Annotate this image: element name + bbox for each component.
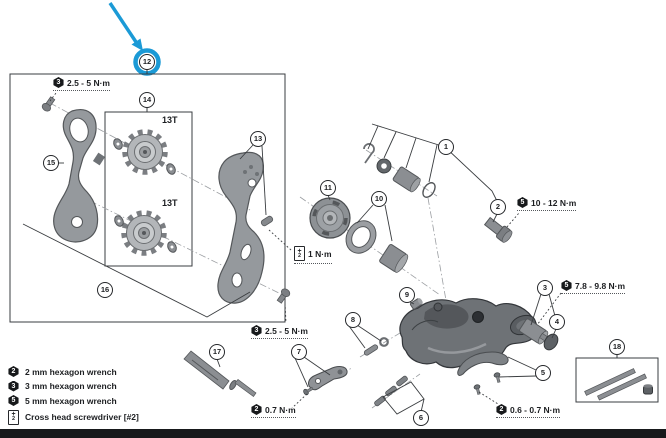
tool-legend: 2 2 mm hexagon wrench 3 3 mm hexagon wre…	[8, 366, 139, 425]
callout-18: 18	[609, 339, 625, 355]
callout-11: 11	[320, 180, 336, 196]
legend-label: Cross head screwdriver [#2]	[25, 412, 139, 422]
callout-10: 10	[371, 191, 387, 207]
torque-label-pulley-bolt-upper: 3 2.5 - 5 N·m	[53, 77, 110, 91]
torque-leader-lines	[49, 92, 562, 409]
hex-wrench-2-icon: 2	[496, 404, 507, 415]
hex-wrench-2-icon: 2	[8, 366, 19, 377]
plug-part	[409, 298, 423, 310]
hex-wrench-3-icon: 3	[8, 380, 19, 392]
callout-4: 4	[549, 314, 565, 330]
pulley-teeth-label-lower: 13T	[162, 198, 178, 208]
callout-2: 2	[490, 199, 506, 215]
callout-8: 8	[345, 312, 361, 328]
cross-glyph: +	[11, 411, 16, 419]
legend-label: 5 mm hexagon wrench	[25, 395, 117, 406]
torque-value: 1 N·m	[308, 248, 332, 259]
link-part	[302, 366, 348, 397]
hex-wrench-5-icon: 5	[8, 395, 19, 406]
torque-value: 2.5 - 5 N·m	[265, 325, 308, 336]
skid-plate-part	[457, 351, 509, 396]
hex-wrench-2-icon: 2	[251, 404, 262, 415]
callout-5: 5	[535, 365, 551, 381]
pulley-teeth-label-upper: 13T	[162, 115, 178, 125]
spring-pin-parts	[373, 374, 409, 408]
pulley-plate-part	[309, 197, 351, 239]
torque-label-skid-plate-screw: 2 0.6 - 0.7 N·m	[496, 404, 561, 418]
hex-wrench-5-icon: 5	[561, 280, 572, 291]
legend-label: 2 mm hexagon wrench	[25, 366, 117, 377]
callout-7: 7	[291, 344, 307, 360]
derailleur-body	[399, 298, 538, 369]
callout-1: 1	[438, 139, 454, 155]
bracket-axle-bolt	[483, 216, 513, 243]
torque-label-mount-bolt: 5 7.8 - 9.8 N·m	[561, 280, 626, 294]
cross-head-screwdriver-icon: + 2	[294, 246, 305, 261]
legend-row-3mm: 3 3 mm hexagon wrench	[8, 380, 139, 392]
axle-unit-parts	[363, 143, 436, 198]
hanger-rod-part	[183, 350, 257, 397]
guide-pulley	[125, 132, 165, 172]
callout-17: 17	[209, 344, 225, 360]
hex-wrench-5-icon: 5	[517, 197, 528, 208]
pin-part	[363, 337, 389, 356]
cross-head-screwdriver-icon: + 2	[8, 409, 19, 425]
torque-label-stopper-screw: + 2 1 N·m	[294, 246, 332, 264]
callout-12: 12	[139, 54, 155, 70]
screwdriver-size: 2	[11, 416, 16, 423]
outer-plate-part	[217, 151, 265, 304]
callout-lines	[22, 123, 557, 415]
legend-row-5mm: 5 5 mm hexagon wrench	[8, 395, 139, 406]
callout-13: 13	[250, 131, 266, 147]
pulley-bolt-upper	[40, 95, 57, 114]
pulley-bolt-lower	[275, 286, 292, 305]
torque-label-link-screw: 2 0.7 N·m	[251, 404, 296, 418]
legend-row-screwdriver: + 2 Cross head screwdriver [#2]	[8, 409, 139, 425]
torque-value: 0.6 - 0.7 N·m	[510, 404, 561, 415]
screwdriver-size: 2	[297, 252, 302, 259]
callout-14: 14	[139, 92, 155, 108]
hex-wrench-3-icon: 3	[251, 325, 262, 336]
callout-16: 16	[97, 282, 113, 298]
legend-label: 3 mm hexagon wrench	[25, 381, 117, 391]
callout-9: 9	[399, 287, 415, 303]
tension-pulley	[124, 213, 164, 253]
torque-value: 0.7 N·m	[265, 404, 296, 415]
callout-3: 3	[537, 280, 553, 296]
cross-glyph: +	[297, 247, 302, 255]
legend-row-2mm: 2 2 mm hexagon wrench	[8, 366, 139, 377]
hex-wrench-3-icon: 3	[53, 77, 64, 88]
ring-and-bushing-part	[345, 220, 409, 273]
page-footer-bar	[0, 429, 666, 438]
torque-value: 7.8 - 9.8 N·m	[575, 280, 626, 291]
plate-pin	[260, 215, 274, 227]
torque-value: 2.5 - 5 N·m	[67, 77, 110, 88]
inner-plate-part	[53, 109, 106, 243]
torque-label-axle-bolt: 5 10 - 12 N·m	[517, 197, 577, 211]
spare-rod-kit	[584, 368, 653, 401]
callout-6: 6	[413, 410, 429, 426]
callout-15: 15	[43, 155, 59, 171]
torque-value: 10 - 12 N·m	[531, 197, 577, 208]
torque-label-pulley-bolt-lower: 3 2.5 - 5 N·m	[251, 325, 308, 339]
cone-bolt-part	[539, 332, 559, 351]
